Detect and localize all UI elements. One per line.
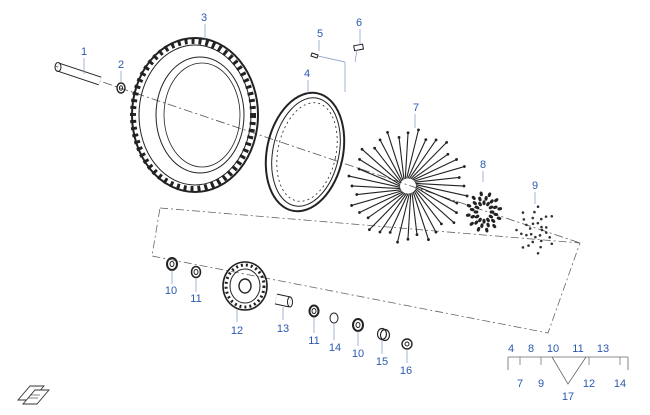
callout-14: 14 (329, 342, 341, 354)
callout-10b: 10 (352, 348, 364, 360)
callout-16: 16 (400, 365, 412, 377)
spoke-washers-part (515, 205, 554, 255)
seal-11a (190, 265, 202, 279)
leader-lines (83, 24, 536, 363)
spoke-nipples-part (465, 191, 503, 233)
nut-16 (401, 338, 413, 350)
callout-3: 3 (201, 12, 207, 24)
grouping-legend: 4 8 10 11 13 7 9 12 14 17 (507, 343, 629, 403)
legend-top-2: 8 (528, 343, 534, 355)
rim-part (264, 91, 346, 213)
legend-top-5: 13 (597, 343, 609, 355)
hub-12 (222, 261, 268, 311)
bearing-10b (352, 318, 364, 332)
callout-7: 7 (413, 102, 419, 114)
callout-2: 2 (118, 59, 124, 71)
collar-15 (376, 327, 391, 342)
tire-part (130, 37, 259, 193)
callout-8: 8 (480, 159, 486, 171)
spokes-part (347, 128, 469, 244)
callout-5: 5 (317, 28, 323, 40)
legend-bottom-4: 14 (614, 378, 626, 390)
callout-10a: 10 (165, 285, 177, 297)
legend-top-1: 4 (508, 343, 514, 355)
legend-bottom-3: 12 (583, 378, 595, 390)
valve-part (310, 52, 346, 92)
spacer-13 (274, 293, 293, 308)
callout-11b: 11 (308, 335, 319, 347)
legend-top-4: 11 (572, 343, 583, 355)
callout-1: 1 (81, 46, 87, 58)
callout-13: 13 (277, 323, 289, 335)
callout-9: 9 (532, 180, 538, 192)
callout-labels: 1 2 3 4 5 6 7 8 9 10 11 12 13 11 14 10 1… (81, 12, 538, 377)
seal-11b (308, 304, 320, 318)
legend-top-3: 10 (547, 343, 559, 355)
valve-cap-part (353, 43, 365, 63)
legend-bottom-2: 9 (538, 378, 544, 390)
hub-frame (151, 207, 581, 334)
callout-15: 15 (376, 356, 388, 368)
callout-12: 12 (231, 325, 243, 337)
callout-4: 4 (304, 68, 310, 80)
legend-bottom-1: 7 (517, 378, 523, 390)
parts-book-icon (17, 385, 50, 405)
ring-14 (329, 312, 339, 324)
legend-center: 17 (562, 391, 574, 403)
axle-part (54, 62, 102, 86)
callout-6: 6 (356, 17, 362, 29)
callout-11a: 11 (190, 293, 201, 305)
